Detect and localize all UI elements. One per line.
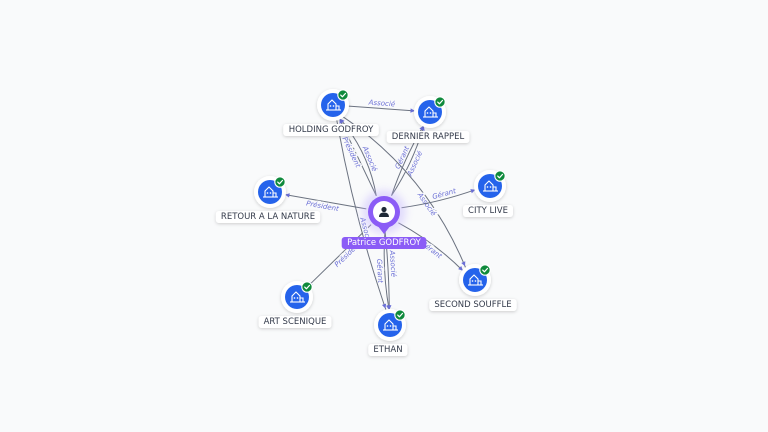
nodes-layer: HOLDING GODFROY DERNIER RAPPEL RETOUR A LA…: [215, 89, 517, 356]
company-building-icon: [290, 291, 305, 303]
company-building-icon: [468, 274, 483, 286]
arrowhead: [381, 303, 387, 309]
verified-check-icon: [301, 281, 313, 293]
edge-person-citylive: Gérant: [401, 186, 477, 209]
company-name-label: SECOND SOUFFLE: [429, 299, 517, 311]
arrowhead: [410, 108, 415, 113]
verified-check-icon: [337, 89, 349, 101]
edge-label: Associé: [388, 249, 398, 278]
company-name-label: HOLDING GODFROY: [283, 124, 379, 136]
company-name-text: ETHAN: [373, 345, 402, 355]
arrowhead: [339, 118, 345, 124]
company-node-holding[interactable]: HOLDING GODFROY: [283, 89, 379, 136]
company-name-text: DERNIER RAPPEL: [392, 132, 465, 142]
edge-label: Gérant: [375, 259, 384, 284]
company-name-label: DERNIER RAPPEL: [386, 131, 470, 143]
company-node-dernier[interactable]: DERNIER RAPPEL: [386, 96, 470, 143]
arrowhead: [470, 189, 476, 194]
person-node[interactable]: Patrice GODFROY: [341, 190, 427, 249]
edge-line: [401, 188, 477, 209]
edge-holding-dernier: Associé: [346, 97, 417, 113]
company-node-second[interactable]: SECOND SOUFFLE: [429, 264, 517, 311]
verified-check-icon: [494, 170, 506, 182]
edge-label: Président: [340, 136, 362, 169]
arrowhead: [420, 125, 425, 131]
arrowhead: [458, 265, 463, 271]
company-node-retour[interactable]: RETOUR A LA NATURE: [215, 176, 321, 223]
company-name-text: RETOUR A LA NATURE: [221, 212, 315, 222]
edge-line: [336, 118, 387, 312]
company-name-label: ETHAN: [368, 344, 408, 356]
edge-line: [346, 105, 417, 112]
company-building-icon: [263, 186, 278, 198]
edge-line: [398, 222, 465, 272]
verified-check-icon: [479, 264, 491, 276]
company-building-icon: [483, 180, 498, 192]
person-icon: [379, 206, 389, 217]
edge-person-art: Président: [306, 224, 372, 288]
company-name-label: CITY LIVE: [463, 205, 513, 217]
company-name-text: SECOND SOUFFLE: [434, 300, 511, 310]
company-node-art[interactable]: ART SCENIQUE: [258, 281, 332, 328]
company-node-citylive[interactable]: CITY LIVE: [463, 170, 513, 217]
company-name-text: CITY LIVE: [468, 206, 508, 216]
company-building-icon: [423, 106, 438, 118]
company-name-label: RETOUR A LA NATURE: [215, 211, 321, 223]
company-name-text: HOLDING GODFROY: [289, 125, 374, 135]
verified-check-icon: [394, 309, 406, 321]
company-building-icon: [383, 319, 398, 331]
company-name-text: ART SCENIQUE: [264, 317, 327, 327]
edge-line: [306, 224, 372, 288]
edge-line: [283, 193, 367, 210]
company-node-ethan[interactable]: ETHAN: [368, 309, 408, 356]
person-name-text: Patrice GODFROY: [347, 238, 422, 248]
verified-check-icon: [274, 176, 286, 188]
company-name-label: ART SCENIQUE: [258, 316, 332, 328]
verified-check-icon: [434, 96, 446, 108]
arrowhead: [387, 305, 392, 310]
company-building-icon: [326, 99, 341, 111]
arrowhead: [461, 261, 466, 267]
person-name-label: Patrice GODFROY: [341, 237, 427, 249]
edge-label: Associé: [367, 98, 396, 108]
arrowhead: [285, 193, 290, 198]
